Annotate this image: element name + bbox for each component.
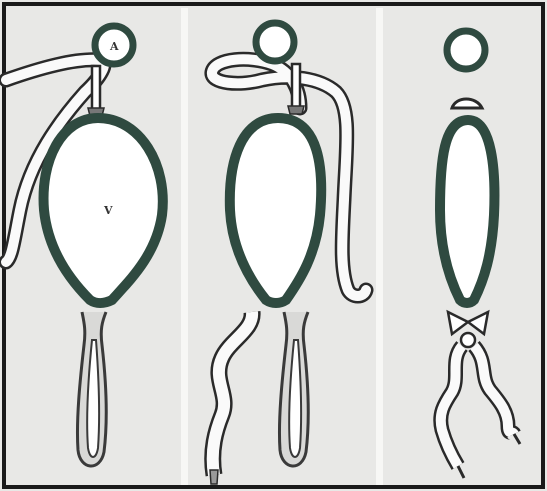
panel-1-top-label: A bbox=[109, 40, 119, 53]
panel-1-central-label: V bbox=[103, 204, 113, 217]
panel-3-top-ring bbox=[447, 31, 485, 69]
panel-2-stalk bbox=[292, 64, 300, 112]
panel-3-central-vesicle bbox=[440, 120, 494, 303]
panel-2-tube-segment-tip bbox=[210, 470, 218, 484]
panel-2-stalk-cap bbox=[288, 106, 304, 114]
panel-1-stalk bbox=[92, 66, 100, 114]
panel-divider-2 bbox=[376, 8, 383, 486]
panel-divider-1 bbox=[181, 8, 188, 486]
panel-3-knot-center bbox=[461, 333, 475, 347]
panel-2-top-ring bbox=[256, 23, 294, 61]
